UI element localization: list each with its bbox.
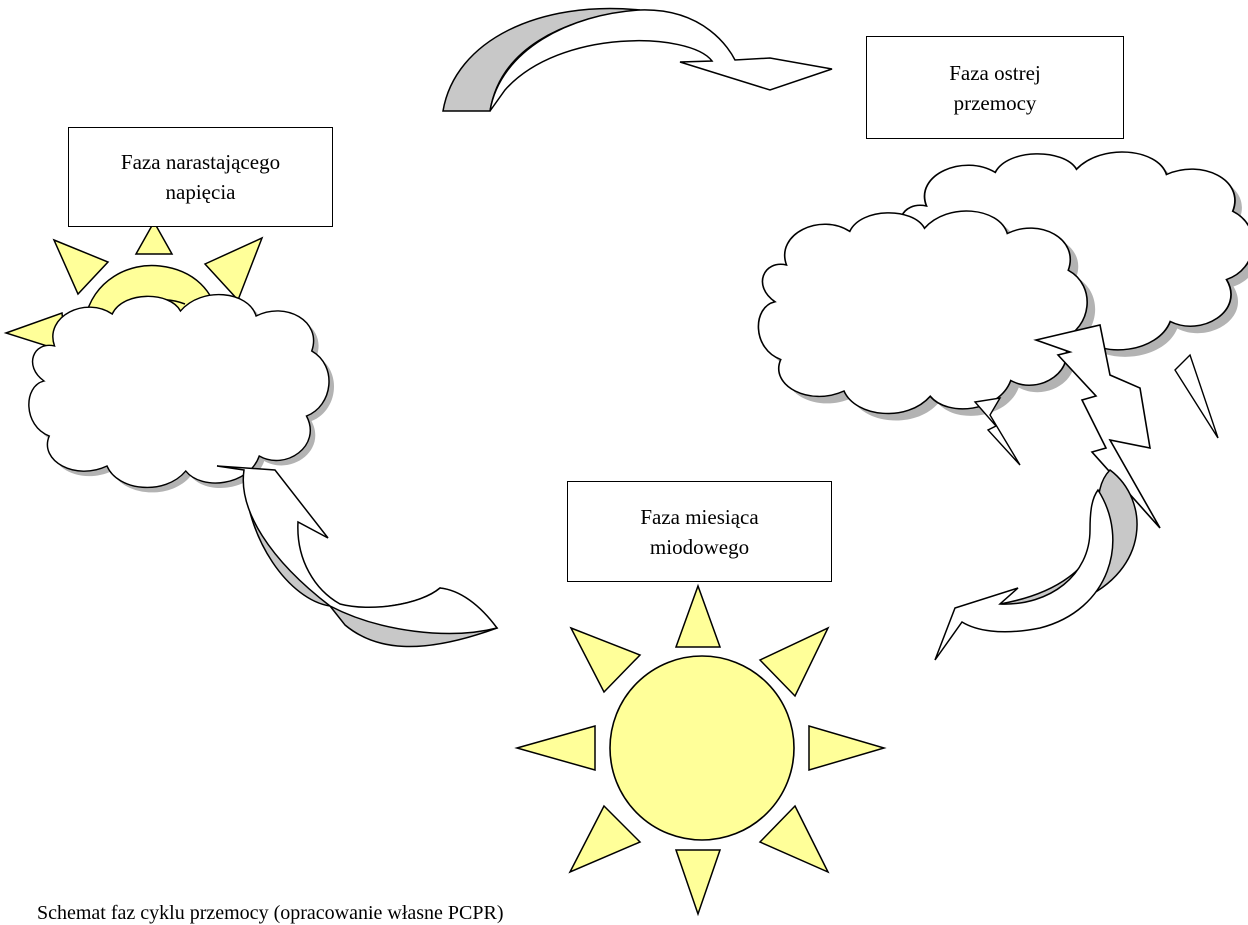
phase-label-tension-line2: napięcia — [165, 180, 236, 204]
phase-label-acute-line2: przemocy — [953, 90, 1037, 115]
phase-label-honeymoon: Faza miesiąca miodowego — [567, 481, 832, 582]
arrow-honeymoon-to-tension — [216, 465, 499, 648]
arrow-acute-to-honeymoon — [934, 469, 1138, 661]
acute-storm-icon — [757, 151, 1248, 421]
honeymoon-sun-icon — [514, 583, 887, 917]
phase-label-tension-line1: Faza narastającego — [120, 150, 281, 174]
phase-label-acute: Faza ostrej przemocy — [866, 36, 1124, 139]
tension-cloud-icon — [28, 293, 335, 493]
phase-label-honeymoon-line1: Faza miesiąca — [640, 504, 759, 529]
arrow-tension-to-acute — [442, 7, 833, 112]
phase-label-acute-line1: Faza ostrej — [949, 60, 1041, 85]
phase-label-honeymoon-line2: miodowego — [649, 534, 750, 559]
phase-label-tension: Faza narastającego napięcia — [68, 127, 333, 227]
diagram-caption: Schemat faz cyklu przemocy (opracowanie … — [37, 902, 504, 924]
